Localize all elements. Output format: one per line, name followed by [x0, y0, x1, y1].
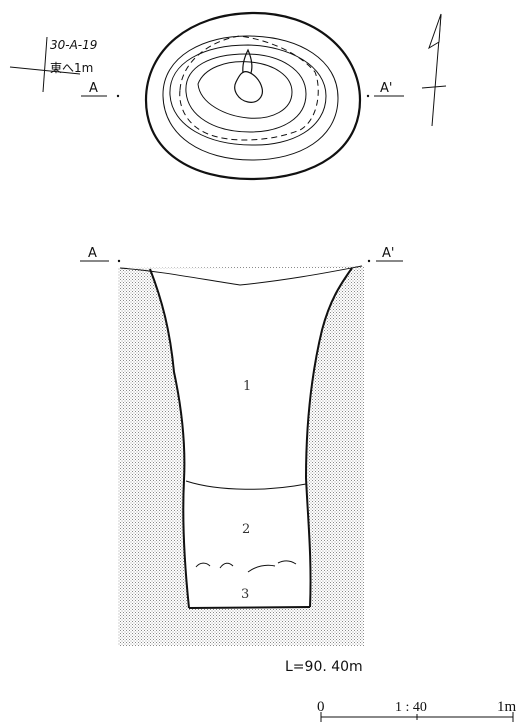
- layer-label-3: 3: [241, 587, 249, 602]
- section-marker-a-dot: [117, 259, 121, 263]
- layer-boundary-2-3: [195, 560, 297, 573]
- layer-label-1: 1: [243, 379, 251, 394]
- section-marker-b: A': [382, 246, 394, 261]
- scale-ratio: 1 : 40: [395, 700, 427, 715]
- plan-marker-b-dot: [366, 94, 370, 98]
- elevation-label: L=90. 40m: [285, 659, 363, 675]
- pit-outline-outer: [144, 11, 362, 181]
- pit-contour-2: [169, 44, 327, 146]
- north-arrow-icon: [421, 13, 447, 127]
- pit-wall-left: [149, 268, 190, 609]
- plan-view: 30-A-19 東へ1m A A': [9, 11, 447, 181]
- scale-bar: 0 1 : 40 1m: [317, 699, 517, 722]
- pit-bottom-stone-peak: [242, 48, 253, 74]
- scale-start: 0: [317, 699, 325, 715]
- layer-boundary-1-2: [185, 480, 307, 490]
- pit-contour-dashed: [179, 35, 319, 141]
- grid-line-vertical: [42, 36, 48, 93]
- grid-reference: 30-A-19 東へ1m: [9, 36, 97, 93]
- pit-contour-1: [162, 35, 339, 161]
- section-marker-a: A: [88, 246, 97, 261]
- plan-marker-a: A: [89, 81, 98, 96]
- section-marker-b-dot: [367, 259, 371, 263]
- pit-wall-right: [304, 267, 353, 608]
- scale-end: 1m: [497, 699, 517, 715]
- section-view: A A' 1 2 3: [80, 246, 403, 646]
- pit-floor: [188, 606, 311, 609]
- plan-marker-a-dot: [116, 94, 120, 98]
- pit-contour-4: [197, 61, 293, 119]
- layer-label-2: 2: [242, 522, 250, 537]
- grid-offset: 東へ1m: [50, 61, 93, 75]
- ground-surface: [119, 265, 363, 286]
- soil-stipple: [118, 266, 364, 646]
- grid-code: 30-A-19: [50, 38, 97, 52]
- pit-contour-3: [185, 53, 307, 133]
- plan-marker-b: A': [380, 81, 392, 96]
- pit-bottom-stone: [234, 71, 263, 103]
